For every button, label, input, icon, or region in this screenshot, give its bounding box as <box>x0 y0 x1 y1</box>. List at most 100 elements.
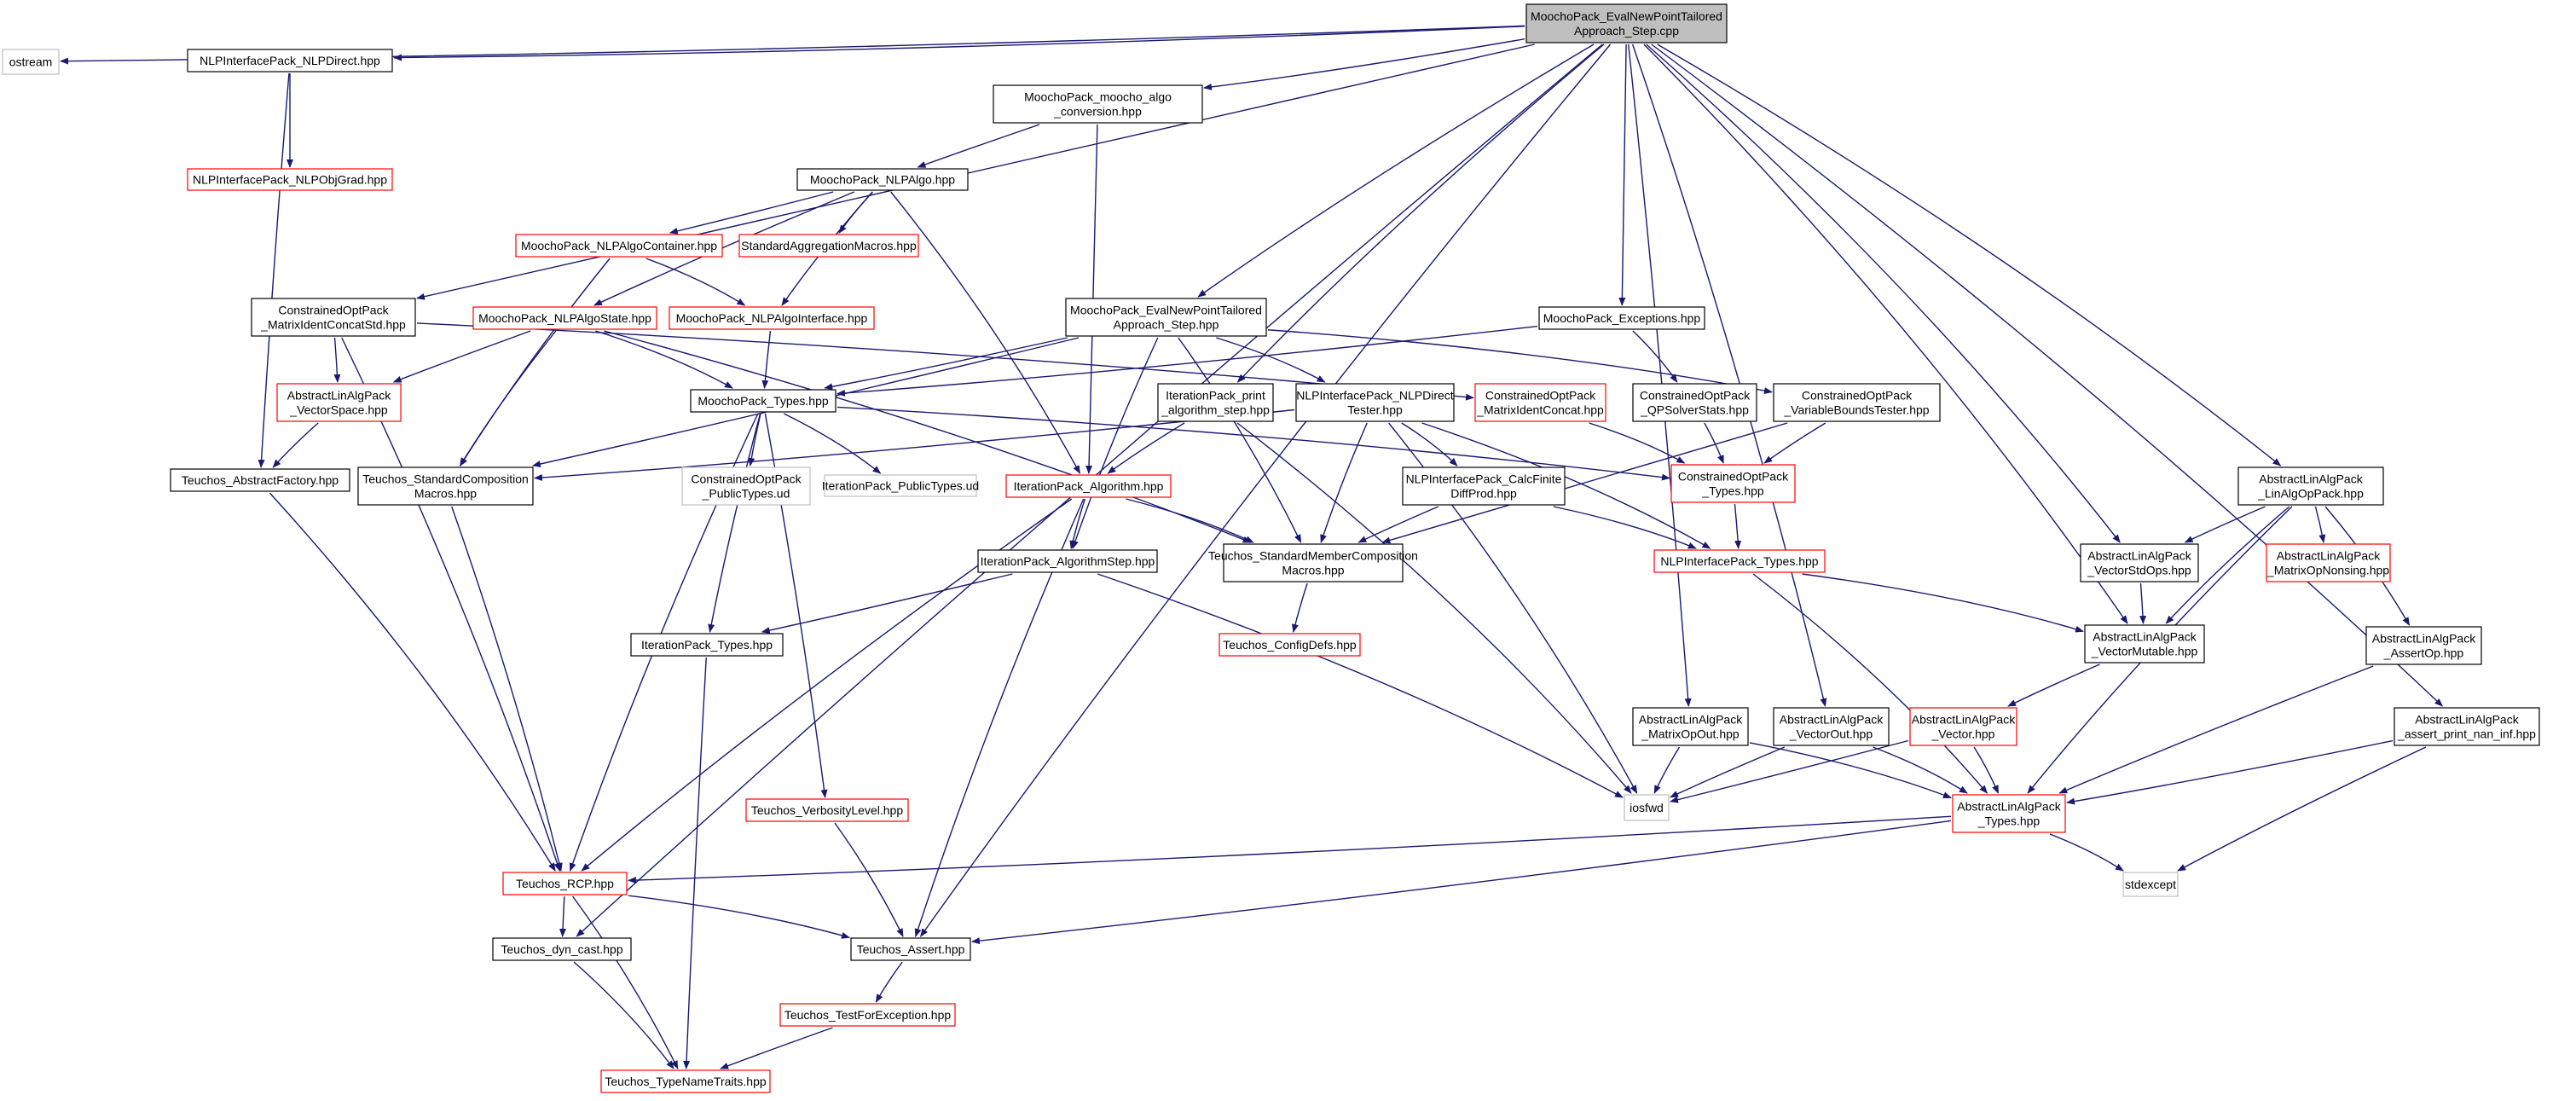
node-ostream: ostream <box>2 49 60 75</box>
node-label: AbstractLinAlgPack <box>2372 632 2476 646</box>
edge-tassert-to-testforexc <box>875 961 903 1003</box>
node-label: _conversion.hpp <box>1053 105 1142 119</box>
node-rcp[interactable]: Teuchos_RCP.hpp <box>502 872 628 895</box>
edge-root-to-cmatrixstd <box>416 43 1535 300</box>
node-vecout[interactable]: AbstractLinAlgPack_VectorOut.hpp <box>1773 707 1890 746</box>
node-evalhpp[interactable]: MoochoPack_EvalNewPointTailoredApproach_… <box>1065 298 1267 337</box>
node-italgo[interactable]: IterationPack_Algorithm.hpp <box>1005 474 1172 498</box>
edge-exceptions-to-mtypes <box>836 325 1538 397</box>
node-vector[interactable]: AbstractLinAlgPack_Vector.hpp <box>1909 707 2017 746</box>
edge-itstep-to-iosfwd <box>1097 573 1624 798</box>
node-vectorspace[interactable]: AbstractLinAlgPack_VectorSpace.hpp <box>276 383 402 422</box>
node-verbosity[interactable]: Teuchos_VerbosityLevel.hpp <box>745 798 909 822</box>
node-vecmutable[interactable]: AbstractLinAlgPack_VectorMutable.hpp <box>2084 624 2205 663</box>
edge-nlptypes-to-vecmutable <box>1802 573 2084 633</box>
edge-vecout-to-alptypes <box>1873 746 1968 794</box>
node-label: IterationPack_Types.hpp <box>641 638 773 652</box>
node-matopnonsing[interactable]: AbstractLinAlgPack_MatrixOpNonsing.hpp <box>2266 543 2391 582</box>
node-label: ostream <box>9 55 53 69</box>
node-nlpdirect[interactable]: NLPInterfacePack_NLPDirect.hpp <box>187 49 393 72</box>
node-qpsolverstats[interactable]: ConstrainedOptPack_QPSolverStats.hpp <box>1632 383 1757 422</box>
node-cmatrixconcat[interactable]: ConstrainedOptPack_MatrixIdentConcat.hpp <box>1474 383 1606 422</box>
node-itstep[interactable]: IterationPack_AlgorithmStep.hpp <box>977 549 1158 573</box>
node-matopout[interactable]: AbstractLinAlgPack_MatrixOpOut.hpp <box>1632 707 1749 746</box>
node-mtypes[interactable]: MoochoPack_Types.hpp <box>690 389 836 413</box>
edge-evalhpp-to-mtypes <box>824 337 1068 391</box>
node-label: _Vector.hpp <box>1931 727 1995 741</box>
node-label: AbstractLinAlgPack <box>2259 472 2363 486</box>
node-stdmember[interactable]: Teuchos_StandardMemberCompositionMacros.… <box>1208 543 1418 582</box>
node-label: _VariableBoundsTester.hpp <box>1783 403 1929 417</box>
node-nlpobjgrad[interactable]: NLPInterfacePack_NLPObjGrad.hpp <box>187 168 393 191</box>
node-box <box>1525 3 1728 43</box>
node-box <box>779 1003 956 1027</box>
node-stdagg[interactable]: StandardAggregationMacros.hpp <box>738 234 919 258</box>
node-copubud: ConstrainedOptPack_PublicTypes.ud <box>681 466 811 506</box>
edge-root-to-vecstdops <box>1646 43 2121 543</box>
node-stdexcept: stdexcept <box>2122 872 2179 897</box>
node-itpubud: IterationPack_PublicTypes.ud <box>822 474 979 497</box>
node-box <box>1474 383 1606 422</box>
node-dyncast[interactable]: Teuchos_dyn_cast.hpp <box>492 937 632 961</box>
node-typenametraits[interactable]: Teuchos_TypeNameTraits.hpp <box>600 1069 771 1093</box>
edge-root-to-algoconv <box>1203 38 1525 90</box>
node-label: _LinAlgOpPack.hpp <box>2257 487 2364 501</box>
edge-calcfinite-to-stdmember <box>1357 506 1439 543</box>
edge-exceptions-to-qpsolverstats <box>1632 330 1678 383</box>
node-tassert[interactable]: Teuchos_Assert.hpp <box>850 937 971 961</box>
node-label: AbstractLinAlgPack <box>2277 549 2381 563</box>
node-box <box>2365 626 2482 665</box>
node-printstep[interactable]: IterationPack_print_algorithm_step.hpp <box>1157 383 1274 422</box>
node-nlptypes[interactable]: NLPInterfacePack_Types.hpp <box>1653 549 1826 573</box>
node-ittypes[interactable]: IterationPack_Types.hpp <box>630 633 784 657</box>
edge-root-to-exceptions <box>1618 43 1627 306</box>
node-algointerface[interactable]: MoochoPack_NLPAlgoInterface.hpp <box>669 306 875 330</box>
node-label: _assert_print_nan_inf.hpp <box>2397 727 2536 741</box>
node-box <box>1065 298 1267 337</box>
node-assertop[interactable]: AbstractLinAlgPack_AssertOp.hpp <box>2365 626 2482 665</box>
node-cmatrixstd[interactable]: ConstrainedOptPack_MatrixIdentConcatStd.… <box>251 298 416 337</box>
edge-qpsolverstats-to-cotypes <box>1704 422 1724 464</box>
edge-dyncast-to-typenametraits <box>573 961 674 1069</box>
node-algostate[interactable]: MoochoPack_NLPAlgoState.hpp <box>472 306 657 330</box>
node-label: MoochoPack_EvalNewPointTailored <box>1531 9 1722 23</box>
node-box <box>738 234 919 258</box>
node-absfactory[interactable]: Teuchos_AbstractFactory.hpp <box>170 468 350 492</box>
edge-root-to-linalgop <box>1657 43 2282 466</box>
node-printnan[interactable]: AbstractLinAlgPack_assert_print_nan_inf.… <box>2394 707 2540 746</box>
edge-stdcomp-to-rcp <box>451 506 563 872</box>
node-label: NLPInterfacePack_NLPObjGrad.hpp <box>193 173 387 187</box>
edge-mtypes-to-copubud <box>748 413 761 466</box>
node-linalgop[interactable]: AbstractLinAlgPack_LinAlgOpPack.hpp <box>2237 466 2384 506</box>
node-box <box>1624 794 1670 821</box>
edge-vector-to-alptypes <box>1973 746 2000 794</box>
node-label: AbstractLinAlgPack <box>1639 713 1743 727</box>
node-label: DiffProd.hpp <box>1450 487 1517 501</box>
edge-cotypes-to-nlptypes <box>1734 503 1742 549</box>
node-testforexc[interactable]: Teuchos_TestForException.hpp <box>779 1003 956 1027</box>
edge-stdmember-to-configdefs <box>1292 582 1308 633</box>
node-varbounds[interactable]: ConstrainedOptPack_VariableBoundsTester.… <box>1773 383 1941 422</box>
node-box <box>187 168 393 191</box>
node-nlpalgo[interactable]: MoochoPack_NLPAlgo.hpp <box>796 168 969 191</box>
node-vecstdops[interactable]: AbstractLinAlgPack_VectorStdOps.hpp <box>2080 543 2199 582</box>
node-box <box>1223 543 1404 582</box>
node-box <box>187 49 393 72</box>
edge-alptypes-to-stdexcept <box>2049 833 2124 872</box>
node-cotypes[interactable]: ConstrainedOptPack_Types.hpp <box>1670 464 1796 503</box>
node-label: AbstractLinAlgPack <box>1957 800 2061 814</box>
node-algoconv[interactable]: MoochoPack_moocho_algo_conversion.hpp <box>993 84 1203 124</box>
node-algocontainer[interactable]: MoochoPack_NLPAlgoContainer.hpp <box>515 234 723 258</box>
edge-printnan-to-alptypes <box>2066 739 2394 805</box>
node-configdefs[interactable]: Teuchos_ConfigDefs.hpp <box>1219 633 1361 657</box>
node-label: IterationPack_AlgorithmStep.hpp <box>981 554 1155 568</box>
edge-matopout-to-iosfwd <box>1653 746 1681 794</box>
node-exceptions[interactable]: MoochoPack_Exceptions.hpp <box>1538 306 1705 330</box>
node-alptypes[interactable]: AbstractLinAlgPack_Types.hpp <box>1952 794 2066 833</box>
edge-testforexc-to-typenametraits <box>720 1027 833 1069</box>
node-box <box>472 306 657 330</box>
